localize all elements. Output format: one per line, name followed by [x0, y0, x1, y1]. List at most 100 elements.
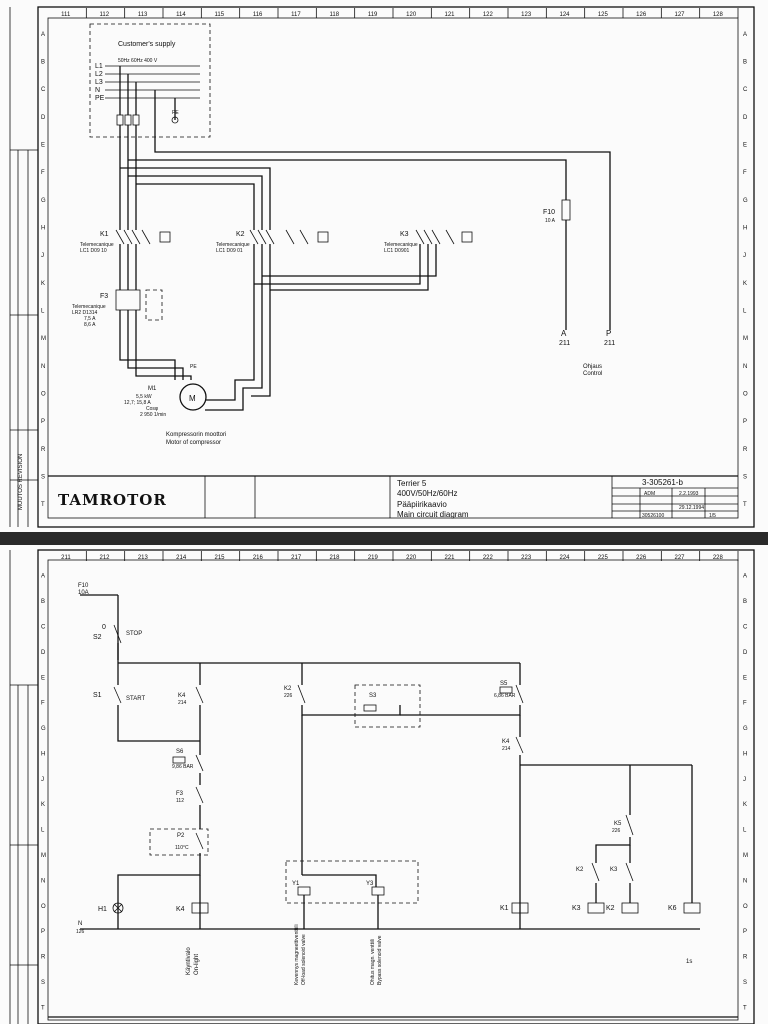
motor-tag: M1: [148, 386, 157, 392]
column-label: 115: [215, 12, 225, 18]
row-label: R: [743, 447, 748, 453]
row-label: A: [41, 32, 45, 38]
k4-hold-tag: K4: [178, 693, 186, 699]
k1-contacts: [115, 229, 171, 245]
y3-coil: [371, 886, 385, 896]
k2-interlock-tag: K2: [576, 867, 584, 873]
k4-coil: [191, 902, 209, 914]
column-label: 120: [406, 12, 417, 18]
k2-coil-tag: K2: [606, 905, 615, 912]
k2-tag: K2: [236, 231, 245, 238]
column-label: 211: [61, 555, 71, 561]
row-label: E: [743, 675, 747, 681]
column-label: 119: [368, 12, 378, 18]
row-label: R: [41, 447, 46, 453]
f10-rating: 10A: [78, 590, 89, 596]
row-label: O: [41, 904, 46, 910]
supply-spec: 50Hz 60Hz 400 V: [118, 58, 158, 64]
column-label: 126: [636, 12, 647, 18]
column-label: 122: [483, 12, 494, 18]
column-label: 224: [560, 555, 571, 561]
s3-tag: S3: [369, 693, 377, 699]
f3-tag: F3: [100, 293, 108, 300]
k2-type: Telemecanique: [216, 242, 250, 248]
k1-model: LC1 D09 10: [80, 248, 107, 254]
p2-setting: 110°C: [175, 845, 189, 851]
motor-symbol: [179, 383, 207, 411]
supply-line-l1: L1: [95, 63, 103, 70]
output-a: A: [561, 329, 567, 338]
row-label: G: [743, 726, 748, 732]
row-label: F: [743, 170, 747, 176]
row-label: P: [743, 419, 747, 425]
row-label: M: [743, 853, 748, 859]
f3-set2: 8,6 A: [84, 322, 96, 328]
product-name: Terrier 5: [397, 479, 427, 488]
row-label: H: [41, 226, 45, 232]
k2-coil: [621, 902, 639, 914]
y1-tag: Y1: [292, 881, 300, 887]
motor-pe: PE: [190, 364, 197, 370]
s2-label: STOP: [126, 631, 142, 637]
row-label: G: [41, 726, 46, 732]
k4-coil-tag: K4: [176, 906, 185, 913]
row-label: B: [743, 599, 747, 605]
drawn-by: ADM: [644, 491, 655, 497]
p2-tag: P2: [177, 833, 185, 839]
row-label: A: [41, 574, 45, 580]
column-label: 113: [138, 12, 148, 18]
row-label: P: [41, 419, 45, 425]
k4-right-ref: 214: [502, 746, 511, 752]
supply-line-l2: L2: [95, 71, 103, 78]
k5-tag: K5: [614, 821, 622, 827]
column-label: 118: [330, 12, 340, 18]
row-label: F: [743, 701, 747, 707]
column-label: 215: [215, 555, 226, 561]
row-label: S: [743, 980, 747, 986]
column-label: 222: [483, 555, 494, 561]
y3-tag: Y3: [366, 881, 374, 887]
h1-tag: H1: [98, 906, 107, 913]
column-label: 216: [253, 555, 264, 561]
brand-logo: TAMROTOR: [58, 491, 167, 509]
row-label: F: [41, 170, 45, 176]
k3-contacts: [415, 229, 473, 245]
row-label: S: [41, 475, 45, 481]
row-label: T: [41, 502, 45, 508]
row-label: T: [743, 502, 747, 508]
s1-tag: S1: [93, 692, 102, 699]
y3-desc-fi: Ohitus magn. venttiili: [370, 939, 376, 985]
row-label: D: [743, 650, 748, 656]
column-label: 225: [598, 555, 609, 561]
row-label: D: [41, 115, 46, 121]
row-label: N: [743, 364, 747, 370]
supply-line-pe: PE: [95, 95, 105, 102]
revision-label: MUUTOS REVISION: [18, 454, 24, 510]
y1-desc-fi: Kevennys magneettiventtiili: [294, 924, 300, 985]
output-label-en: Control: [583, 371, 602, 377]
f10-rating: 10 A: [545, 218, 556, 224]
row-label: P: [743, 929, 747, 935]
k1-tag: K1: [100, 231, 109, 238]
column-label: 220: [406, 555, 417, 561]
column-label: 213: [138, 555, 149, 561]
row-label: H: [743, 751, 747, 757]
column-label: 116: [253, 12, 263, 18]
k4-hold-ref: 214: [178, 700, 187, 706]
column-label: 112: [100, 12, 110, 18]
row-label: O: [743, 904, 748, 910]
row-label: N: [743, 878, 747, 884]
row-label: H: [41, 751, 45, 757]
column-label: 123: [521, 12, 532, 18]
s2-pos: 0: [102, 624, 106, 631]
row-label: E: [743, 143, 747, 149]
row-label: M: [41, 336, 46, 342]
k3-tag: K3: [400, 231, 409, 238]
drawing-number: 3-305261-b: [642, 478, 683, 487]
column-label: 217: [291, 555, 302, 561]
row-label: L: [743, 828, 747, 834]
h1-lamp: [112, 902, 124, 914]
f3-type: Telemecanique: [72, 304, 106, 310]
